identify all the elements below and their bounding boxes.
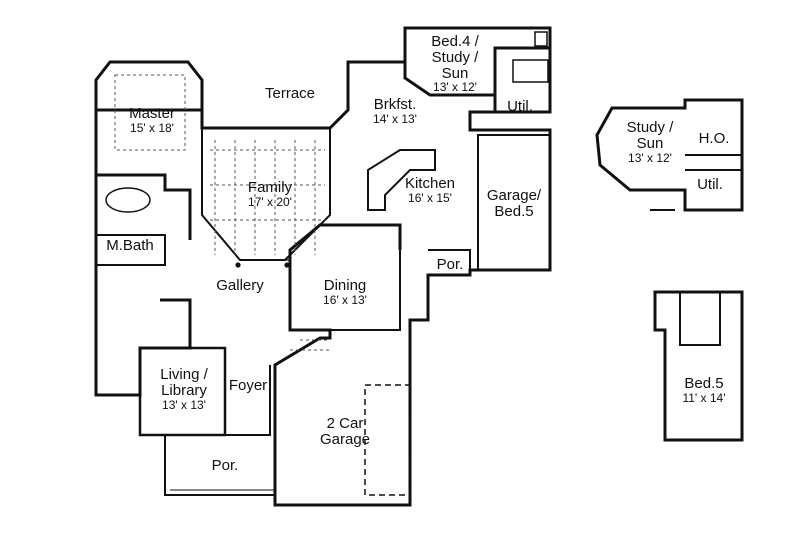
living-label: Living / Library 13' x 13' <box>145 367 223 411</box>
side-porch-name: Por. <box>436 256 464 273</box>
gallery-name: Gallery <box>216 277 264 294</box>
kitchen-label: Kitchen 16' x 15' <box>390 176 470 204</box>
alt-bed5-plan-wall <box>653 290 744 442</box>
alt-util-name: Util. <box>697 176 723 193</box>
alt-bed5-label: Bed.5 11' x 14' <box>668 376 740 404</box>
terrace-label: Terrace <box>250 86 330 102</box>
foyer-name: Foyer <box>228 377 268 394</box>
living-name-2: Library <box>161 381 207 399</box>
alt-ho-label: H.O. <box>692 131 736 147</box>
mbath-wall <box>96 234 166 266</box>
family-name: Family <box>247 179 293 196</box>
gallery-label: Gallery <box>205 278 275 294</box>
kitchen-island <box>367 149 436 211</box>
terrace-name: Terrace <box>264 85 316 102</box>
master-tub <box>105 187 151 213</box>
alt-study-label: Study / Sun 13' x 12' <box>612 120 688 164</box>
brkfst-name: Brkfst. <box>373 96 417 113</box>
kitchen-name: Kitchen <box>404 175 456 192</box>
two-car-garage-name-1: 2 Car <box>326 415 364 432</box>
family-dims: 17' x 20' <box>248 194 292 209</box>
side-porch-label: Por. <box>432 257 468 273</box>
side-porch <box>428 249 471 275</box>
dining-dims: 16' x 13' <box>323 292 367 307</box>
alt-bed5-name: Bed.5 <box>684 375 724 392</box>
brkfst-label: Brkfst. 14' x 13' <box>355 97 435 125</box>
mbath-label: M.Bath <box>100 238 160 254</box>
mbath-name: M.Bath <box>106 237 154 254</box>
living-name-1: Living / <box>160 366 208 383</box>
master-name: Master <box>129 105 175 122</box>
garage-bed5-name-1: Garage/ <box>486 187 542 204</box>
dining-label: Dining 16' x 13' <box>305 278 385 306</box>
kitchen-dims: 16' x 15' <box>408 190 452 205</box>
master-dims: 15' x 18' <box>130 120 174 135</box>
alt-bed5-dims: 11' x 14' <box>682 390 726 405</box>
master-closet-wall <box>96 173 192 240</box>
foyer-label: Foyer <box>224 378 272 394</box>
dining-wall <box>289 250 401 331</box>
util-main-label: Util. <box>500 99 540 115</box>
garage-bed5-room <box>477 134 551 271</box>
front-porch <box>164 435 275 496</box>
bed4-dims: 13' x 12' <box>433 80 477 95</box>
master-label: Master 15' x 18' <box>112 106 192 134</box>
foyer-wall <box>224 348 271 436</box>
front-porch-name: Por. <box>211 457 239 474</box>
front-porch-label: Por. <box>205 458 245 474</box>
alt-study-name-2: Sun <box>636 134 664 152</box>
garage-bed5-name-2: Bed.5 <box>494 202 534 220</box>
util-main-name: Util. <box>507 98 533 115</box>
bed4-label: Bed.4 / Study / Sun 13' x 12' <box>420 34 490 94</box>
living-dims: 13' x 13' <box>162 397 206 412</box>
garage-door-outline <box>364 384 411 496</box>
brkfst-dims: 14' x 13' <box>373 111 417 126</box>
family-label: Family 17' x 20' <box>230 180 310 208</box>
two-car-garage-label: 2 Car Garage <box>305 416 385 448</box>
alt-study-name-1: Study / <box>626 119 674 136</box>
two-car-garage-name-2: Garage <box>319 430 371 448</box>
garage-bed5-label: Garage/ Bed.5 <box>476 188 552 220</box>
bed4-name-3: Sun <box>441 64 469 82</box>
alt-util-label: Util. <box>688 177 732 193</box>
bed4-name-2: Study / <box>431 48 479 66</box>
util-wall <box>493 95 550 114</box>
bed4-name-1: Bed.4 / <box>431 33 479 50</box>
alt-study-dims: 13' x 12' <box>628 150 672 165</box>
alt-study-plan-wall <box>595 98 744 212</box>
dining-name: Dining <box>323 277 367 294</box>
alt-ho-name: H.O. <box>698 130 730 147</box>
master-bedroom-wall <box>94 60 204 112</box>
bed4-wall <box>403 28 550 97</box>
